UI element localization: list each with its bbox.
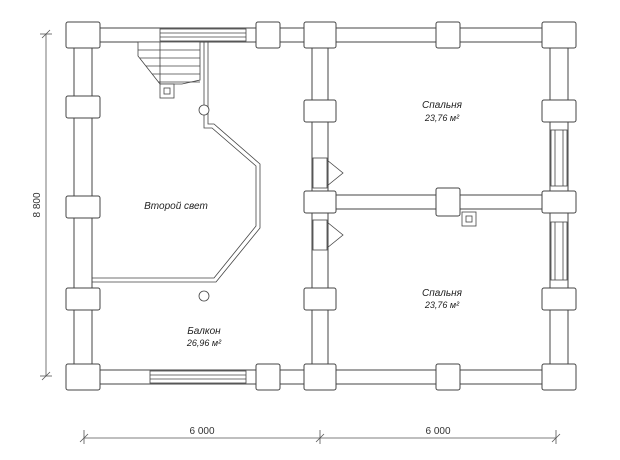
posts xyxy=(198,104,210,302)
bedroom-bottom-name: Спальня xyxy=(422,288,463,299)
log-joints xyxy=(65,21,577,391)
balcony-name: Балкон xyxy=(187,326,221,337)
vent-boxes xyxy=(159,83,477,227)
bedroom-top-name: Спальня xyxy=(422,100,463,111)
dimension-height: 8 800 xyxy=(32,192,43,217)
second-light-outline xyxy=(92,42,261,283)
dimension-width-left: 6 000 xyxy=(189,426,214,437)
windows xyxy=(149,28,568,384)
dimension-lines xyxy=(40,29,561,444)
dimension-width-right: 6 000 xyxy=(425,426,450,437)
room-labels: Спальня 23,76 м² Второй свет Спальня 23,… xyxy=(144,100,462,348)
second-light-name: Второй свет xyxy=(144,201,208,212)
bedroom-bottom-area: 23,76 м² xyxy=(424,300,460,310)
doors xyxy=(312,157,344,251)
balcony-area: 26,96 м² xyxy=(186,338,222,348)
bedroom-top-area: 23,76 м² xyxy=(424,113,460,123)
dimension-labels: 6 000 6 000 8 800 xyxy=(32,192,451,437)
staircase xyxy=(137,41,201,85)
